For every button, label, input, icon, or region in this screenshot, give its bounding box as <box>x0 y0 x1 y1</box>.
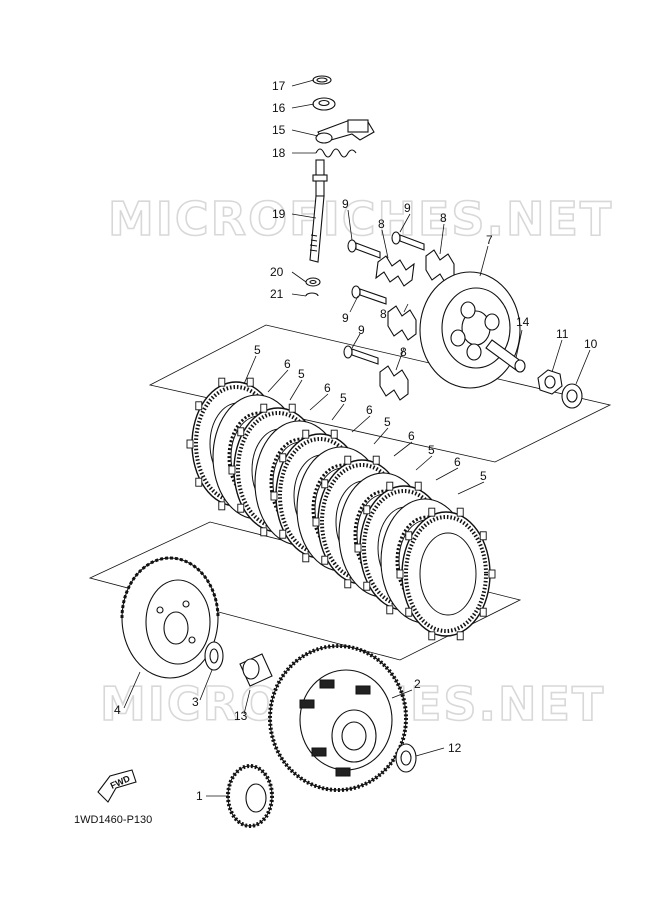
plate-leader-line <box>373 427 389 445</box>
part-1-drive-gear <box>226 764 274 828</box>
callout-8d: 8 <box>400 345 407 359</box>
part-19-push-rod <box>309 159 328 263</box>
part-18-spring <box>315 148 357 158</box>
callout-5f: 5 <box>480 469 487 483</box>
plate-leader-line <box>393 441 413 457</box>
callout-13: 13 <box>234 709 248 723</box>
bolt-and-spring-set <box>343 231 455 401</box>
callout-20: 20 <box>270 265 284 279</box>
callout-15: 15 <box>272 123 286 137</box>
callout-5a: 5 <box>254 343 261 357</box>
callout-17: 17 <box>272 79 286 93</box>
plate-leader-line <box>415 455 433 471</box>
plate-leader-line <box>267 369 289 393</box>
callout-18: 18 <box>272 146 286 160</box>
callout-6e: 6 <box>454 455 461 469</box>
callout-5c: 5 <box>340 391 347 405</box>
friction-plate <box>396 507 496 641</box>
part-10-lock-washer <box>561 383 583 409</box>
callout-6b: 6 <box>324 381 331 395</box>
callout-19: 19 <box>272 207 286 221</box>
callout-9c: 9 <box>342 311 349 325</box>
part-17-circlip <box>312 75 332 85</box>
callout-9d: 9 <box>358 323 365 337</box>
plate-leader-line <box>289 379 303 401</box>
callout-16: 16 <box>272 101 286 115</box>
callout-5d: 5 <box>384 415 391 429</box>
plate-leader-line <box>457 481 485 495</box>
callout-8a: 8 <box>378 217 385 231</box>
callout-6a: 6 <box>284 357 291 371</box>
part-2-clutch-housing <box>268 644 408 792</box>
callout-5b: 5 <box>298 367 305 381</box>
callout-3: 3 <box>192 695 199 709</box>
part-4-clutch-boss <box>120 556 220 679</box>
clutch-plate-stack <box>186 355 496 641</box>
callout-4: 4 <box>114 703 121 717</box>
callout-10: 10 <box>584 337 598 351</box>
part-11-nut <box>537 369 563 395</box>
part-15-push-lever <box>315 119 375 144</box>
plate-leader-line <box>331 403 345 421</box>
watermark-top: MICROFICHES.NET <box>108 192 613 246</box>
callout-8c: 8 <box>380 307 387 321</box>
fwd-direction-arrow: FWD <box>97 769 137 803</box>
part-3-thrust-washer <box>204 641 224 671</box>
part-12-washer <box>395 743 417 773</box>
plate-leader-line <box>351 415 371 433</box>
leader-lines <box>123 79 591 797</box>
plate-leader-line <box>243 355 257 385</box>
part-13-spacer <box>239 653 273 687</box>
plate-leader-line <box>435 467 459 481</box>
callout-14: 14 <box>516 315 530 329</box>
callout-8b: 8 <box>440 211 447 225</box>
callout-6d: 6 <box>408 429 415 443</box>
part-7-pressure-plate <box>419 271 521 389</box>
callout-12: 12 <box>448 741 462 755</box>
drawing-code: 1WD1460-P130 <box>74 814 152 826</box>
callout-2: 2 <box>414 677 421 691</box>
plate-leader-line <box>309 393 329 411</box>
callout-9b: 9 <box>404 201 411 215</box>
part-14-pull-rod <box>485 339 526 373</box>
callout-11: 11 <box>556 327 569 341</box>
callout-9a: 9 <box>342 197 349 211</box>
callout-1: 1 <box>196 789 203 803</box>
part-20-washer <box>305 277 321 287</box>
plates-group-frame <box>148 324 612 463</box>
part-16-washer <box>312 97 336 111</box>
callout-7: 7 <box>486 233 493 247</box>
callout-5e: 5 <box>428 443 435 457</box>
callout-21: 21 <box>270 287 284 301</box>
boss-group-frame <box>88 521 522 661</box>
part-21-clip <box>305 292 319 297</box>
callout-6c: 6 <box>366 403 373 417</box>
